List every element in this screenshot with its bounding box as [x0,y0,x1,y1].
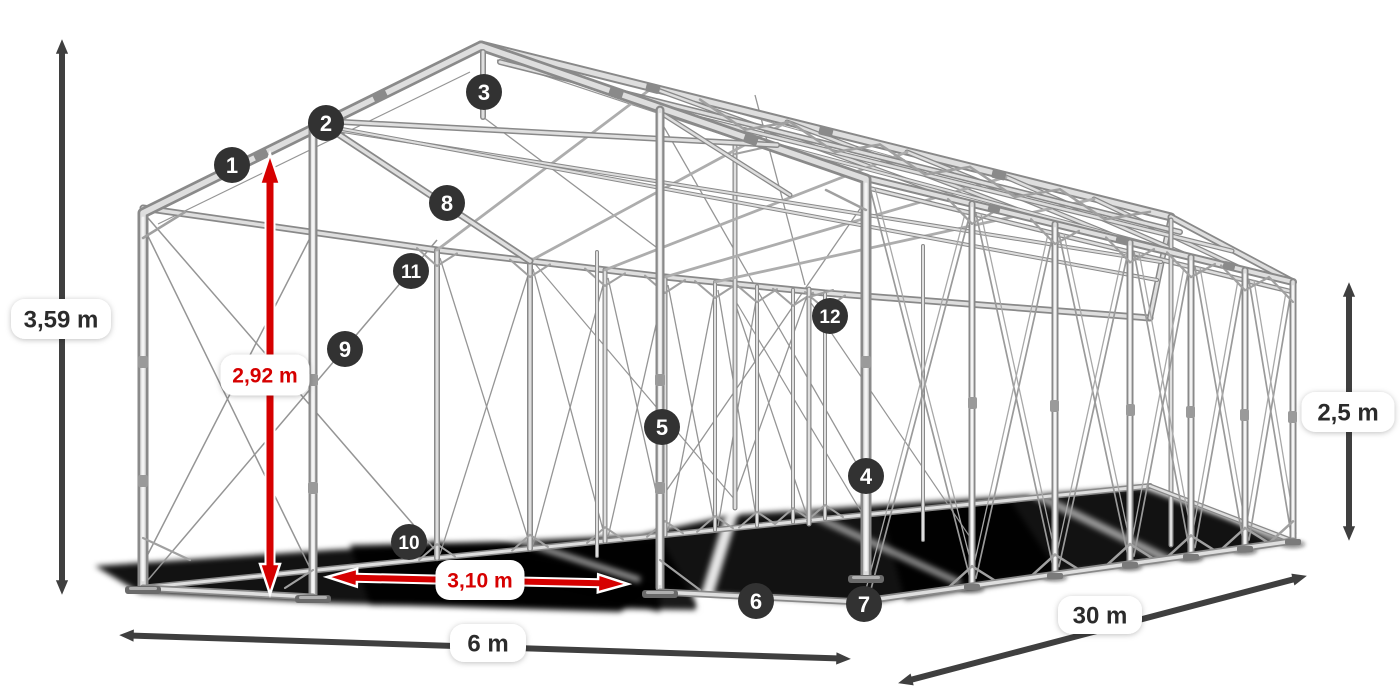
svg-text:3: 3 [478,80,490,105]
svg-text:10: 10 [398,533,419,554]
svg-text:3,59 m: 3,59 m [24,306,99,333]
svg-text:2,5 m: 2,5 m [1317,399,1378,426]
svg-text:4: 4 [860,464,873,489]
svg-text:12: 12 [819,307,840,328]
svg-text:2,92 m: 2,92 m [232,364,297,387]
svg-text:3,10 m: 3,10 m [447,569,512,592]
svg-text:2: 2 [320,111,332,136]
svg-text:8: 8 [441,191,453,216]
svg-text:9: 9 [339,337,351,362]
svg-text:6: 6 [750,589,762,614]
svg-text:30 m: 30 m [1073,602,1128,629]
svg-text:6 m: 6 m [467,630,508,657]
svg-text:7: 7 [858,592,870,617]
svg-text:5: 5 [656,415,668,440]
svg-text:1: 1 [226,153,238,178]
svg-text:11: 11 [401,262,422,283]
